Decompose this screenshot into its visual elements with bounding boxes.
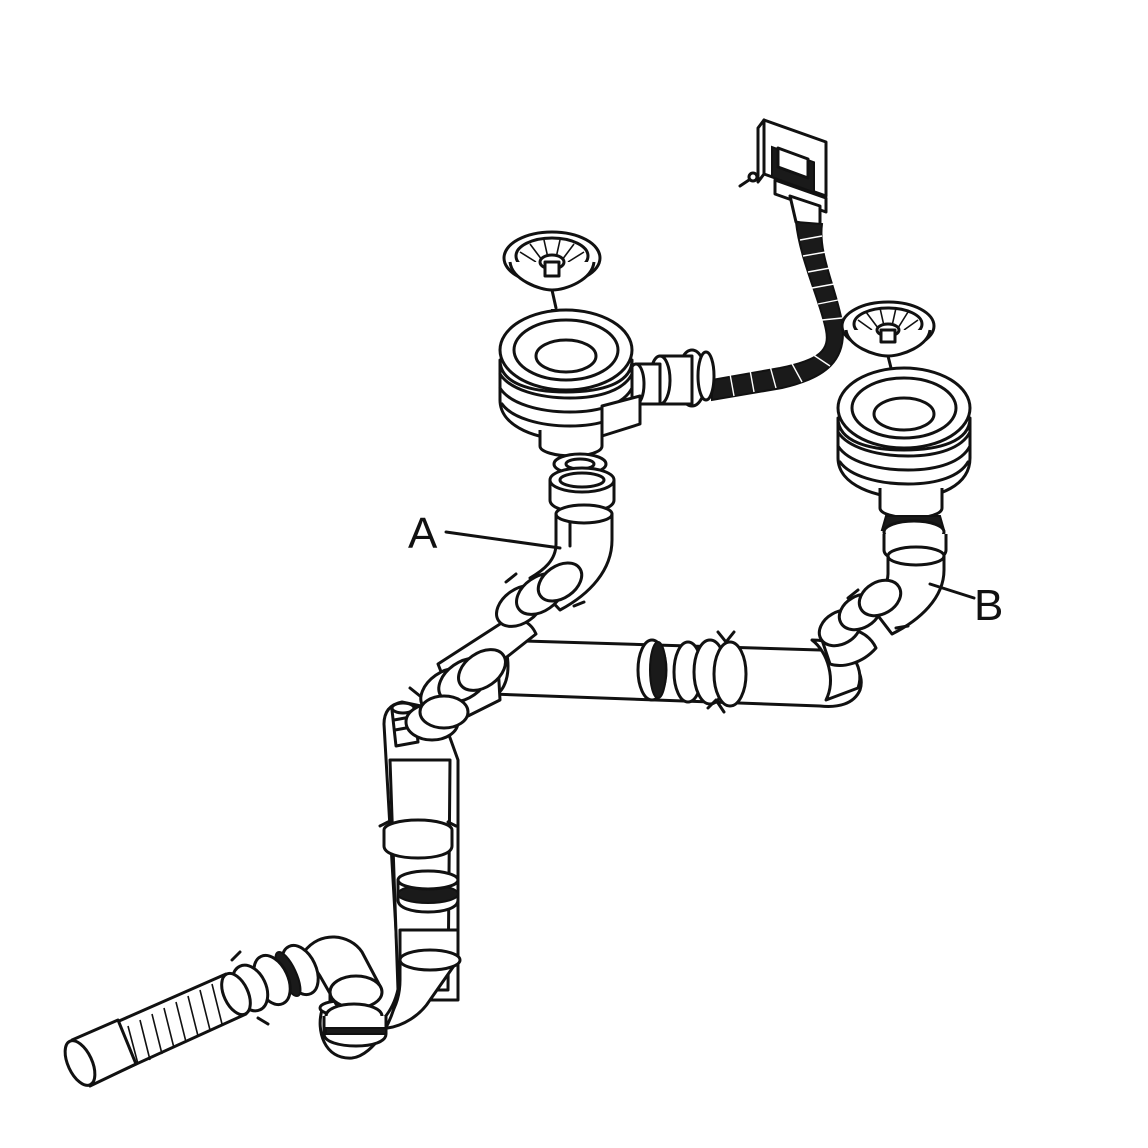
standpipe-coupling-2 [378, 818, 458, 860]
callout-b: B [928, 581, 1003, 630]
pipe-coupling-2 [692, 630, 748, 714]
left-elbow-joint [495, 561, 586, 628]
hose-ribs [729, 235, 843, 397]
label-a: A [408, 509, 438, 558]
hose-coupling [230, 943, 320, 1026]
callout-a: A [408, 509, 562, 558]
standpipe-nut [396, 869, 460, 914]
left-body-outlet [538, 394, 642, 458]
left-sink-flange [498, 308, 634, 442]
label-b: B [974, 581, 1003, 630]
horizontal-connector-pipe [478, 578, 910, 714]
left-strainer-assembly [498, 230, 642, 514]
overflow-cover [756, 118, 828, 214]
left-slip-nut [548, 452, 616, 514]
right-strainer-basket [840, 300, 936, 358]
standpipe-coupling-1 [404, 694, 470, 742]
leader-line-a [444, 530, 562, 550]
right-body-outlet [878, 488, 944, 520]
overflow-hose [711, 220, 844, 402]
hose-end-cuff [63, 1018, 138, 1088]
overflow-screw [738, 171, 759, 188]
overflow-assembly [626, 118, 844, 408]
left-strainer-stem [550, 288, 558, 310]
trap-elbow [302, 935, 388, 1048]
leader-line-b [928, 582, 976, 600]
right-elbow-joint [817, 578, 910, 667]
right-sink-flange [836, 366, 972, 500]
right-strainer-assembly [836, 300, 972, 564]
left-strainer-basket [502, 230, 602, 292]
